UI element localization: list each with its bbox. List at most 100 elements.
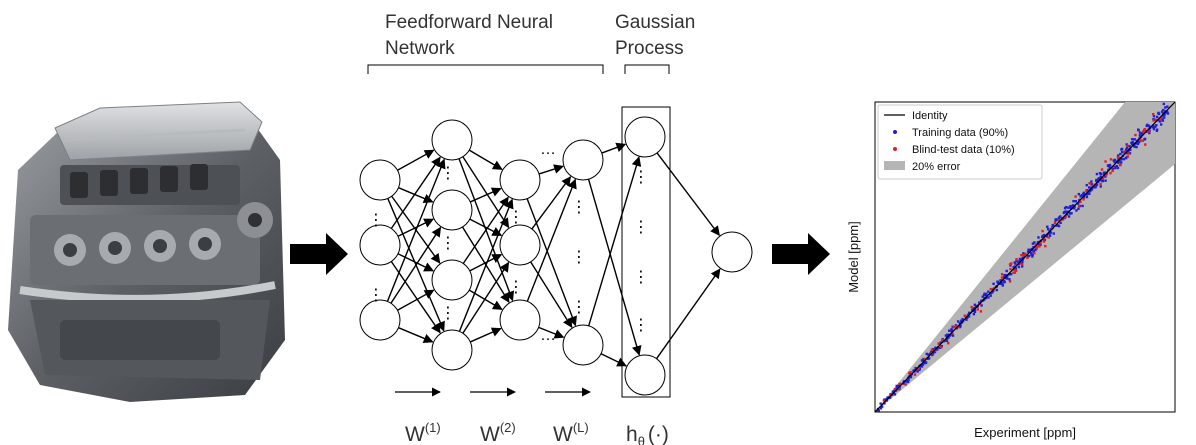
blind-test-point <box>951 332 954 335</box>
training-point <box>992 282 995 285</box>
training-point <box>1104 175 1107 178</box>
training-point <box>1146 123 1149 127</box>
training-point <box>1163 116 1166 119</box>
blind-test-point <box>1144 143 1147 146</box>
training-point <box>1030 247 1033 251</box>
training-point <box>886 396 889 399</box>
identity-line <box>875 102 1175 412</box>
vertical-ellipsis: ⋮ <box>571 299 587 316</box>
network-edge <box>458 198 514 332</box>
training-point <box>1135 145 1138 149</box>
vertical-ellipsis: ⋮ <box>508 279 524 296</box>
vertical-ellipsis: ⋮ <box>633 317 649 334</box>
blind-test-point <box>1074 195 1077 198</box>
training-point <box>1125 143 1128 146</box>
training-point <box>1052 232 1055 235</box>
training-point <box>990 291 994 294</box>
blind-test-point <box>1085 190 1088 193</box>
training-point <box>1127 150 1130 153</box>
vertical-ellipsis: ⋮ <box>440 235 456 252</box>
training-point <box>1010 272 1013 276</box>
training-point <box>1058 215 1062 218</box>
training-point <box>880 405 884 408</box>
network-edge <box>390 226 442 304</box>
training-point <box>906 380 910 384</box>
training-point <box>999 282 1002 286</box>
blind-test-point <box>1039 242 1042 245</box>
thick-right-arrow-icon <box>290 233 348 275</box>
training-point <box>1026 250 1030 253</box>
training-point <box>1046 227 1050 231</box>
training-point <box>1014 262 1017 265</box>
training-point <box>1162 102 1166 106</box>
network-edge <box>397 289 435 311</box>
blind-test-point <box>964 314 967 318</box>
training-point <box>1057 224 1061 228</box>
network-node <box>624 116 666 158</box>
training-point <box>1141 131 1144 135</box>
blind-test-point <box>1152 119 1155 122</box>
training-point <box>1054 218 1057 221</box>
training-point <box>945 339 949 343</box>
training-point <box>1003 273 1006 277</box>
network-node <box>624 354 666 396</box>
training-point <box>1143 138 1146 141</box>
network-node <box>431 189 473 231</box>
vertical-ellipsis: ⋮ <box>633 219 649 236</box>
training-point <box>1037 236 1040 239</box>
training-point <box>933 350 937 354</box>
training-point <box>1055 224 1058 227</box>
training-point <box>1095 184 1098 187</box>
training-point <box>999 279 1002 282</box>
vertical-ellipsis: ⋮ <box>571 199 587 216</box>
network-edge <box>601 142 627 154</box>
training-point <box>946 334 949 338</box>
training-point <box>1071 204 1075 207</box>
blind-test-point <box>954 325 958 328</box>
training-point <box>1128 144 1131 148</box>
blind-test-point <box>1033 252 1036 255</box>
training-point <box>1113 158 1117 162</box>
gp-label: Gaussian <box>615 12 695 33</box>
network-edge <box>469 218 503 237</box>
training-point <box>967 315 971 318</box>
training-point <box>1005 269 1008 273</box>
training-point <box>968 311 971 315</box>
training-point <box>921 363 925 366</box>
legend-entry: Training data (90%) <box>912 127 1008 139</box>
training-point <box>1133 144 1136 147</box>
training-point <box>1124 148 1128 151</box>
feature-map-label: hθ(·) <box>626 423 669 445</box>
network-edge <box>390 156 441 229</box>
training-point <box>1106 164 1110 168</box>
training-point <box>1108 166 1111 170</box>
blind-test-point <box>1109 158 1113 161</box>
training-point <box>973 310 977 314</box>
ffnn-bracket <box>367 64 604 74</box>
network-edge <box>530 261 573 329</box>
blind-test-point <box>1015 258 1018 261</box>
training-point <box>1090 180 1093 183</box>
training-point <box>1067 206 1070 209</box>
training-point <box>893 389 896 393</box>
training-point <box>1138 134 1142 137</box>
training-point <box>920 359 924 362</box>
blind-test-point <box>1041 229 1044 233</box>
blind-test-point <box>1159 117 1163 120</box>
blind-test-point <box>947 341 950 345</box>
blind-test-point <box>1100 168 1104 171</box>
blind-test-point <box>913 373 917 376</box>
training-point <box>914 367 917 370</box>
network-edge <box>588 156 642 327</box>
training-point <box>1158 120 1162 123</box>
network-edge <box>470 187 502 203</box>
blind-test-point <box>1127 152 1131 155</box>
training-point <box>907 378 910 381</box>
ffnn-label: Network <box>385 38 455 59</box>
training-point <box>1014 267 1018 271</box>
training-point <box>1088 186 1091 189</box>
training-point <box>934 346 937 349</box>
training-point <box>1039 243 1042 247</box>
network-edge <box>397 218 434 237</box>
